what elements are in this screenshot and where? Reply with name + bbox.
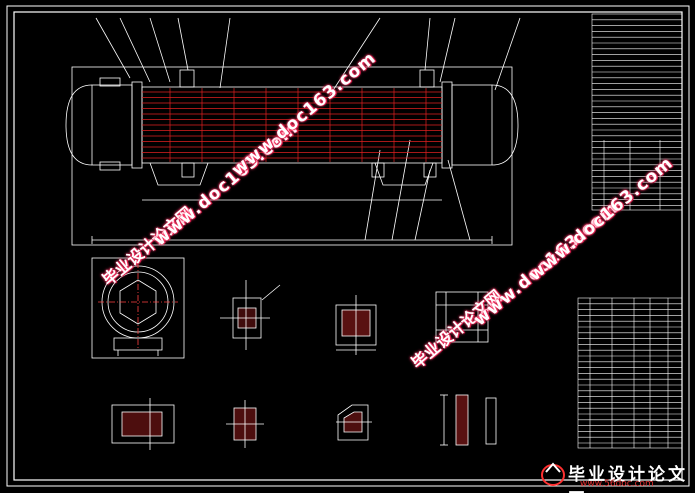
detail-view-7: [440, 394, 497, 446]
site-logo: 毕业设计论文网 www.56doc.com: [540, 460, 690, 493]
detail-view-2: [335, 295, 377, 355]
tube-bundle: [142, 88, 442, 162]
parts-list-table: [577, 297, 683, 449]
inner-border: [13, 11, 683, 481]
technical-requirements-table: [591, 13, 683, 211]
cross-section-view: [91, 257, 185, 359]
detail-view-4: [111, 398, 175, 450]
heat-exchanger-elevation: [65, 17, 521, 246]
detail-view-1: [220, 280, 281, 350]
detail-view-5: [226, 400, 264, 448]
logo-text: 毕业设计论文网: [568, 465, 688, 493]
outer-border: [6, 5, 690, 487]
detail-view-6: [336, 404, 372, 441]
detail-view-3: [435, 291, 489, 343]
logo-mark-icon: [541, 462, 565, 486]
logo-url: www.56doc.com: [580, 479, 654, 489]
